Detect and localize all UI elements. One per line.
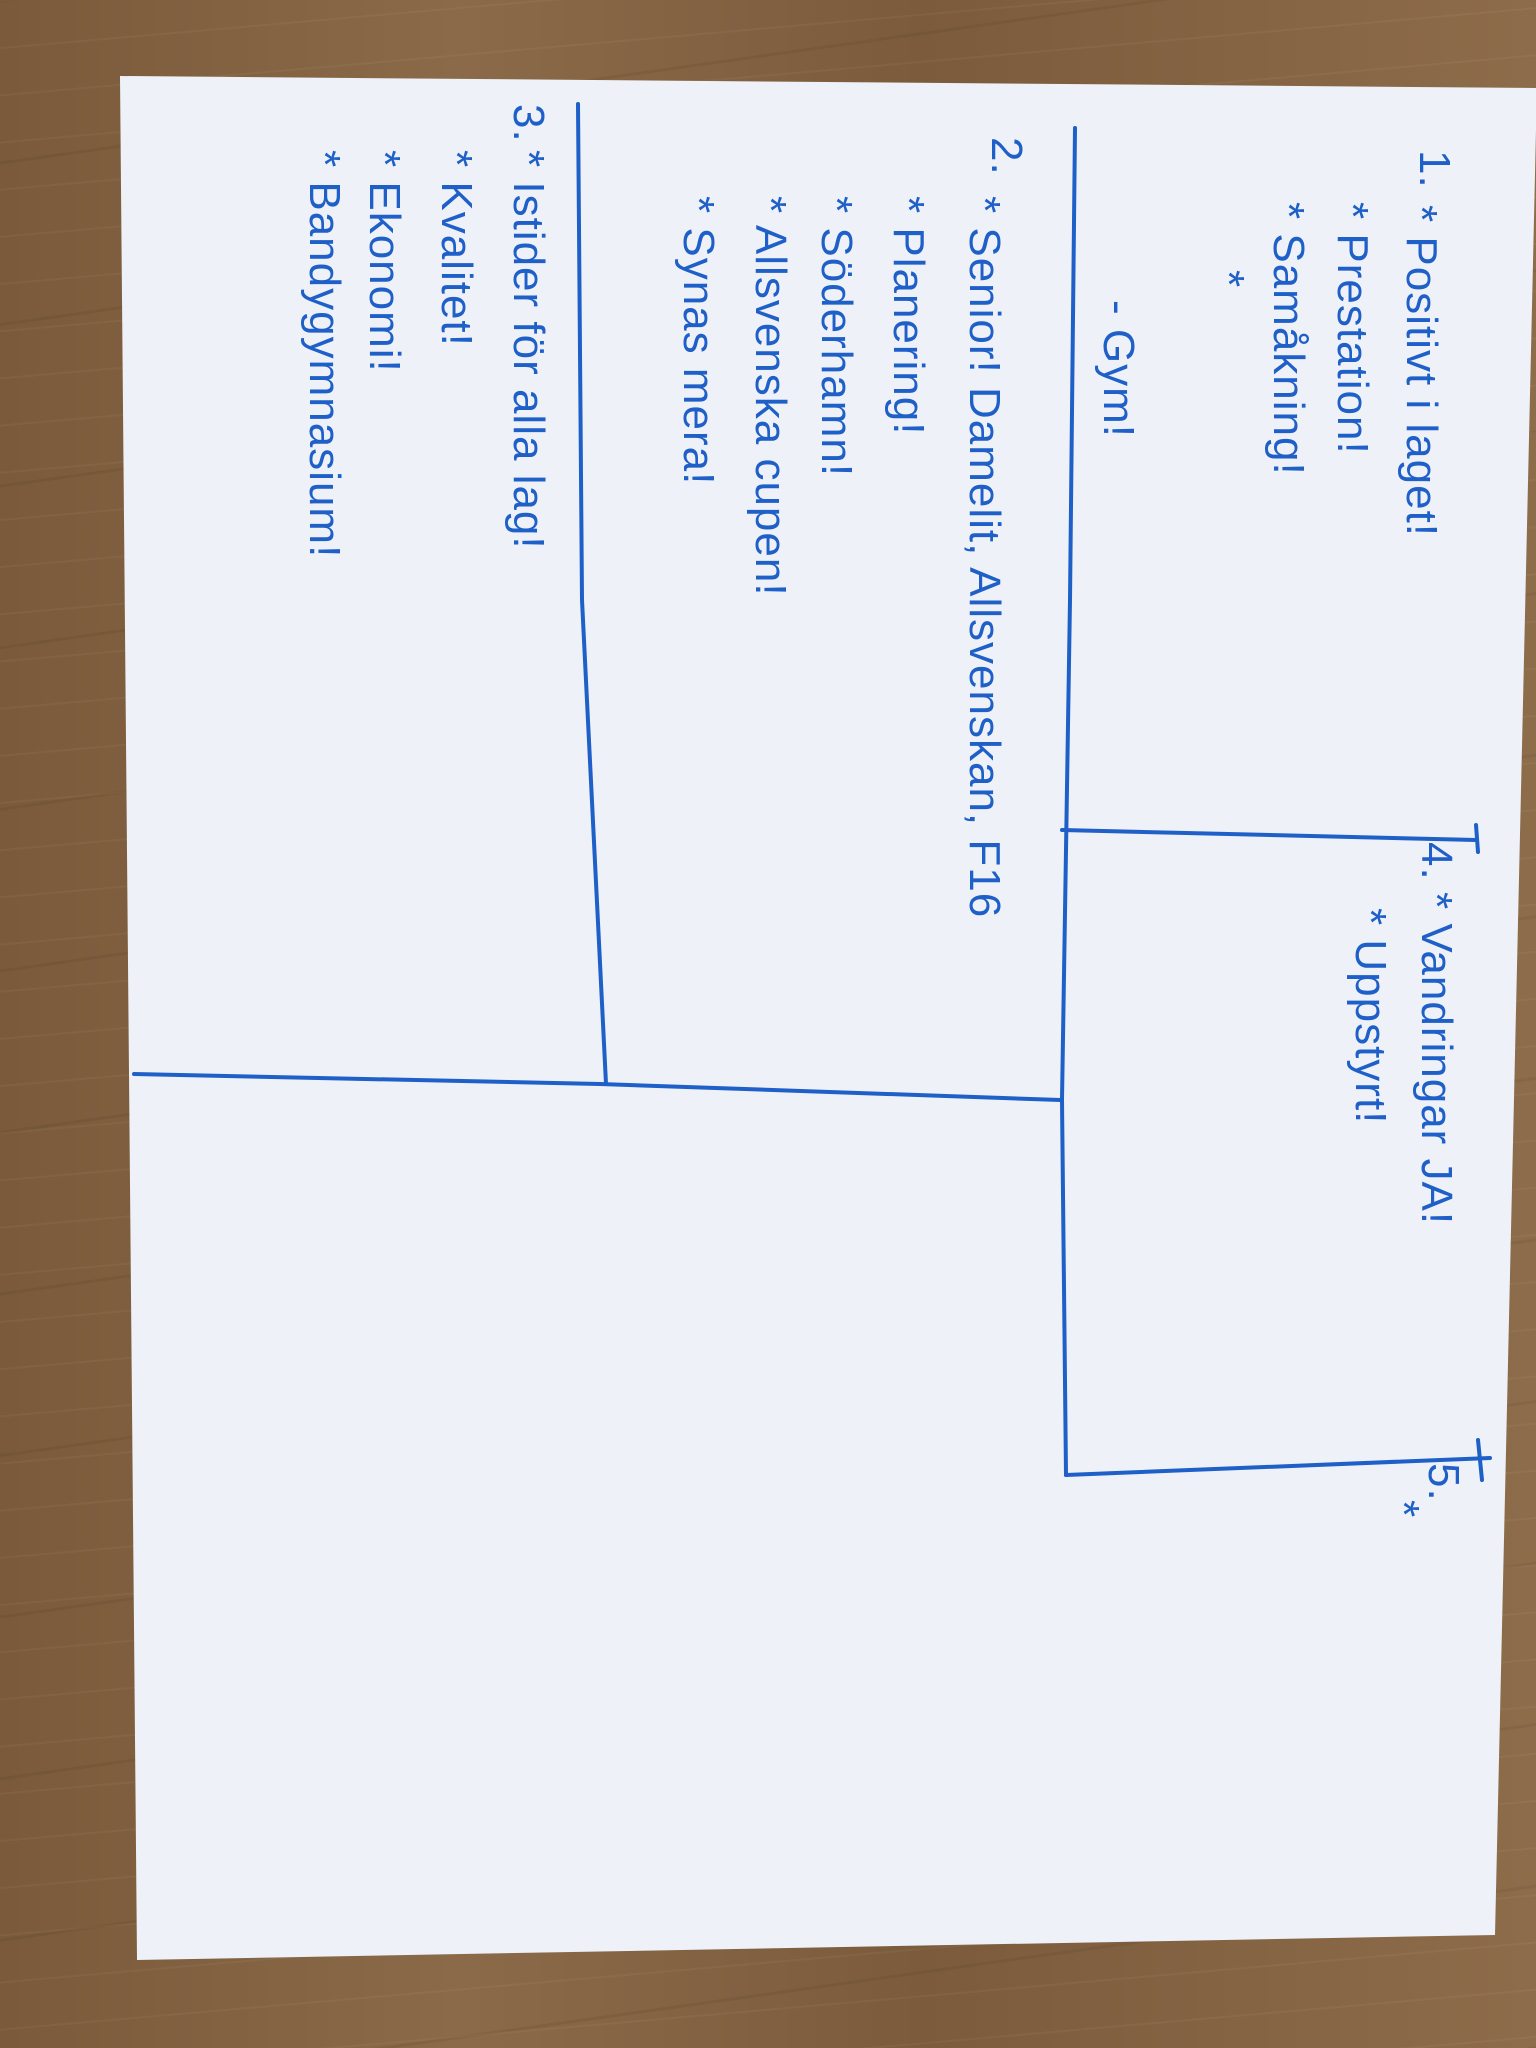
section-1-item: * Positivt i laget!	[1397, 205, 1446, 538]
section-1-item: - Gym!	[1094, 300, 1143, 438]
section-4-item: * Vandringar JA!	[1412, 892, 1461, 1226]
tick-mark	[1476, 1438, 1484, 1482]
section-2-number: 2.	[982, 137, 1031, 176]
section-1-item: * Prestation!	[1328, 202, 1377, 455]
section-4-item: * Uppstyrt!	[1346, 908, 1395, 1125]
section-2-item: * Synas mera!	[674, 196, 723, 486]
section-2-item: * Söderhamn!	[812, 196, 861, 478]
tick-mark	[1474, 823, 1480, 854]
divider-line-2-3	[576, 102, 608, 1086]
section-5-number: 5.	[1419, 1463, 1468, 1502]
divider-line-1-2	[1059, 126, 1077, 1477]
section-1-item: *	[1204, 270, 1253, 289]
section-3-item: * Bandygymnasium!	[300, 150, 349, 559]
section-2-item: * Planering!	[884, 196, 933, 436]
section-3-number: 3.	[504, 104, 553, 143]
paper-sheet	[120, 76, 1536, 1960]
section-3-item: * Istider för alla lag!	[504, 150, 553, 550]
section-2-item: * Allsvenska cupen!	[746, 196, 795, 597]
section-3-item: * Ekonomi!	[360, 150, 409, 373]
divider-line-bottom	[132, 1072, 1062, 1102]
divider-line-4-5	[1064, 1456, 1492, 1477]
divider-line-4-top	[1060, 828, 1478, 842]
section-4-number: 4.	[1412, 842, 1461, 881]
section-1-number: 1.	[1410, 150, 1459, 189]
section-1-item: * Samåkning!	[1264, 202, 1313, 476]
section-3-item: * Kvalitet!	[432, 150, 481, 347]
section-2-item: * Senior! Damelit, Allsvenskan, F16	[960, 196, 1009, 919]
section-5-item: *	[1379, 1500, 1428, 1519]
